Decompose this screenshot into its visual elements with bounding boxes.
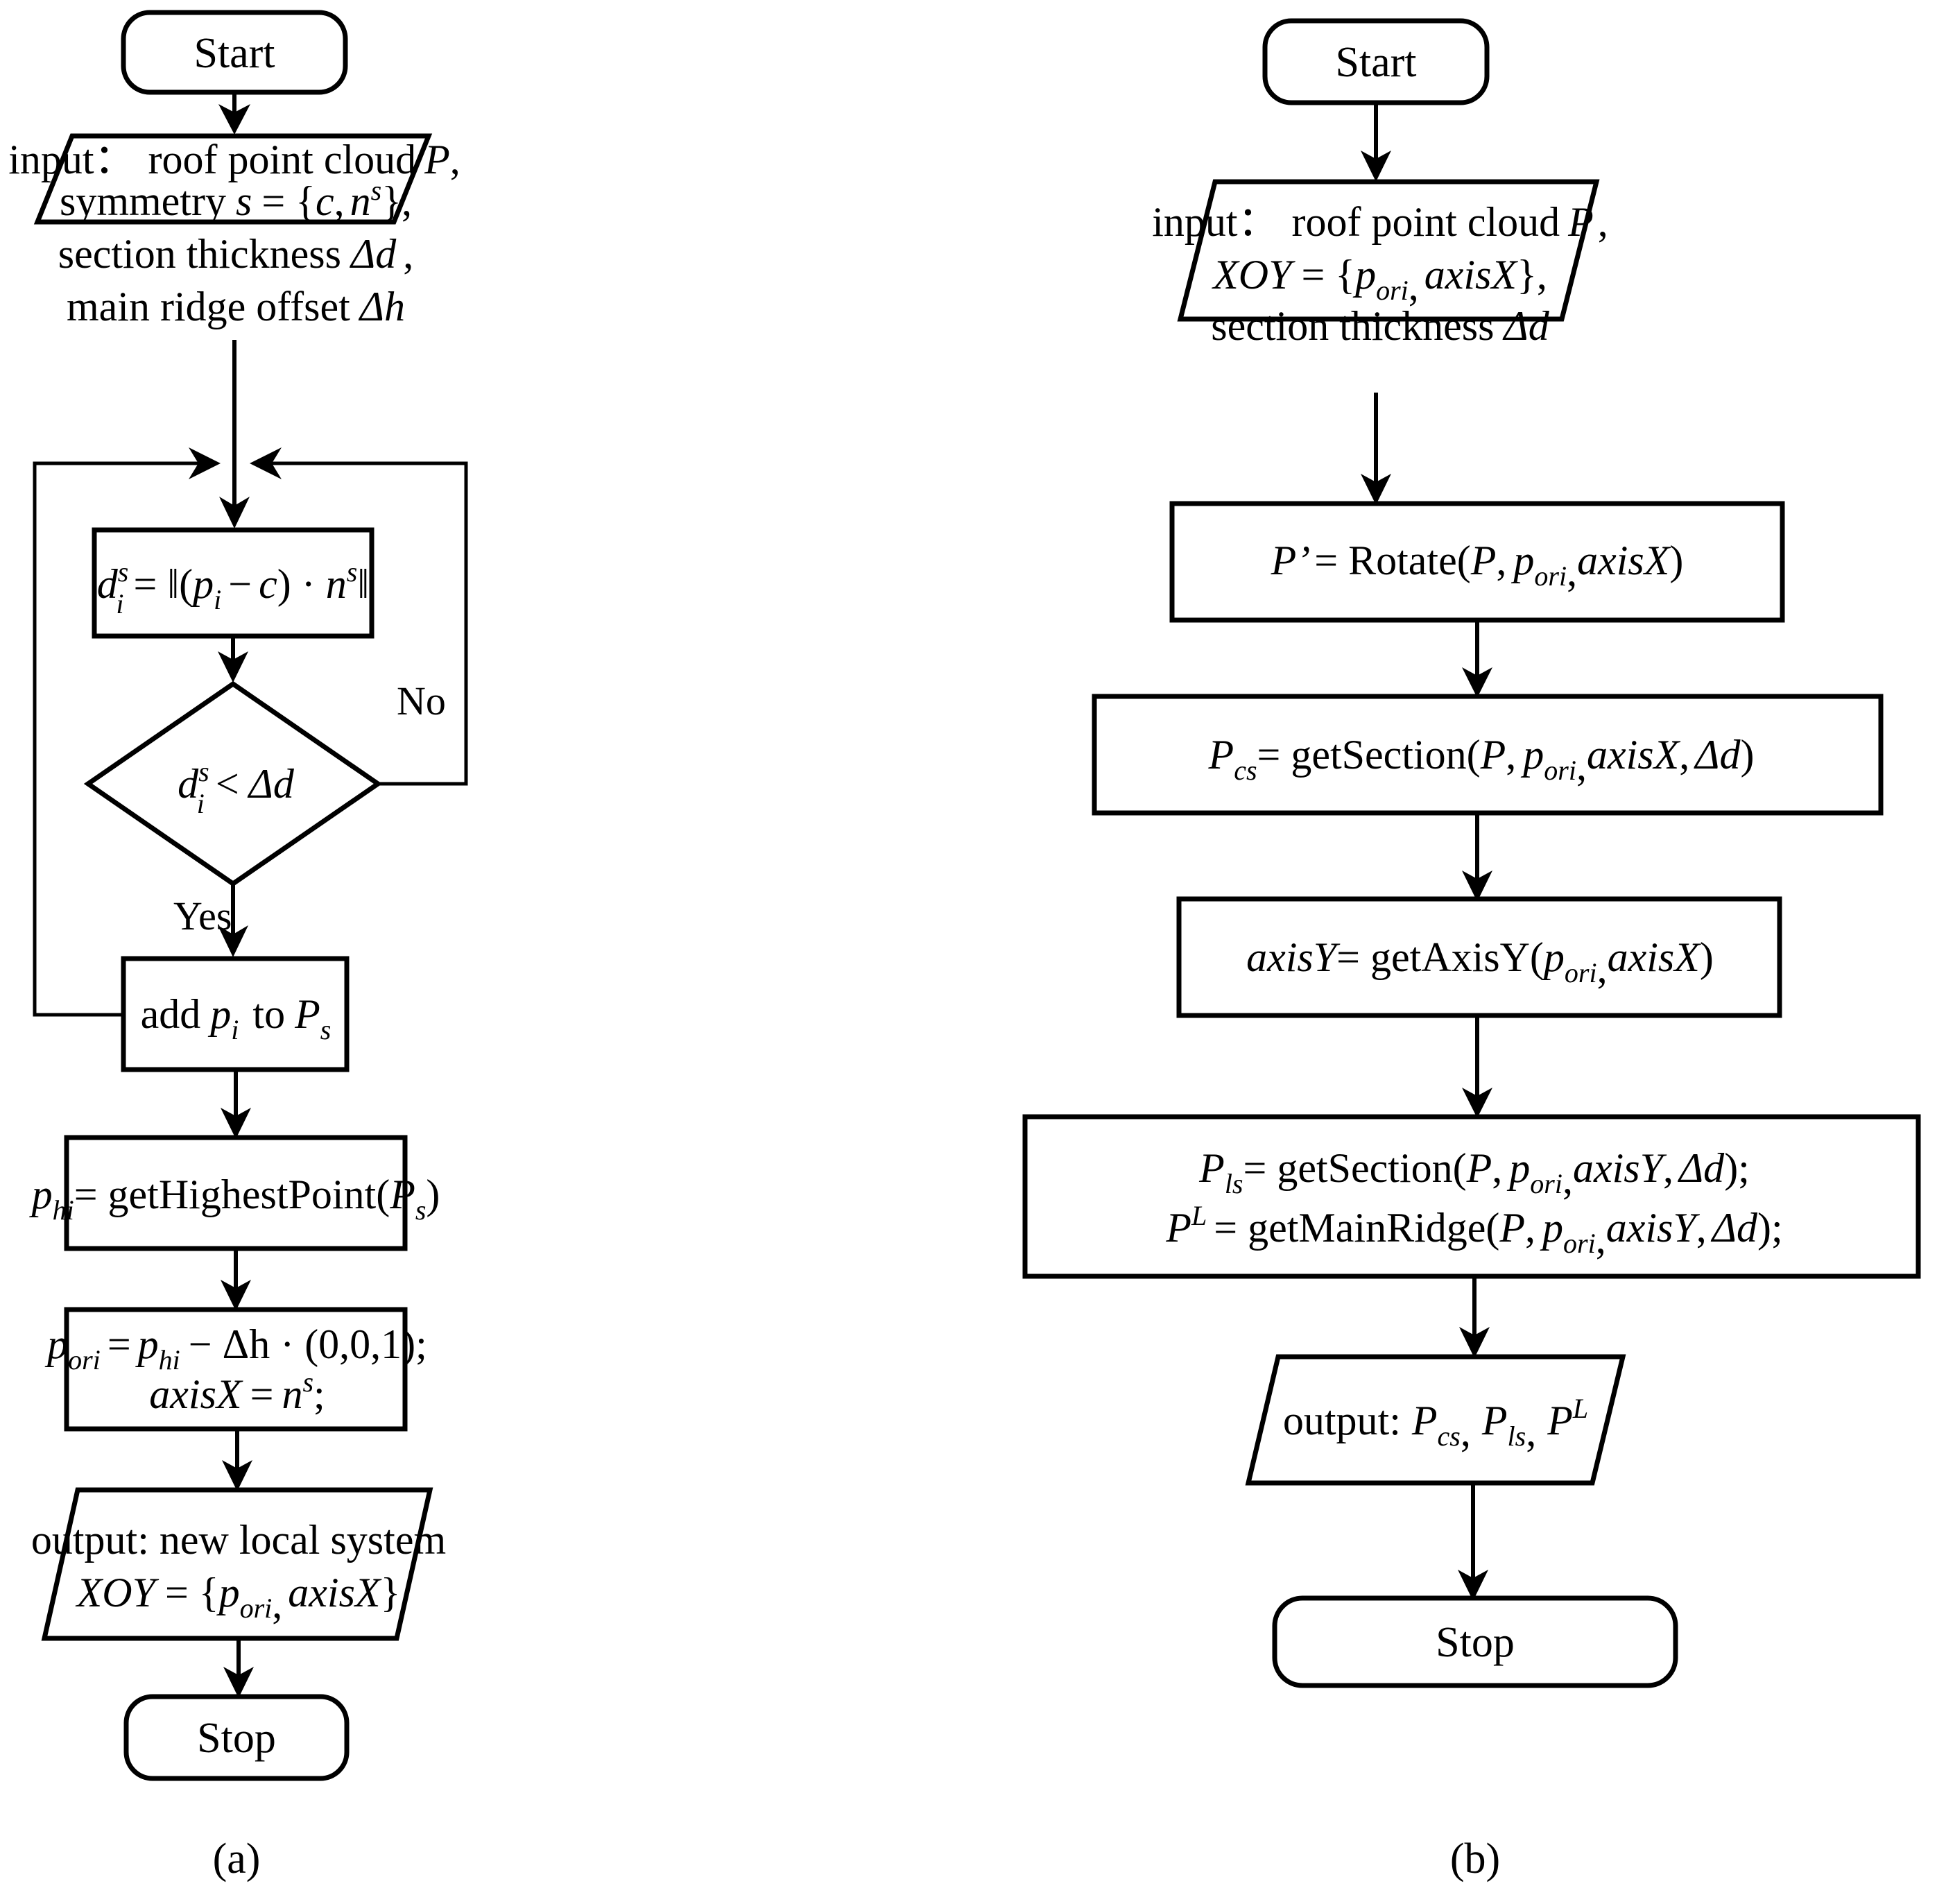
node-a-output[interactable]: output: new local system XOY= {pori,axis… [31, 1487, 446, 1641]
a-proc3-label: phi= getHighestPoint(Ps) [29, 1172, 440, 1226]
b-proc3-label: axisY= getAxisY(pori,axisX) [1246, 934, 1714, 991]
node-a-stop[interactable]: Stop [123, 1694, 350, 1781]
node-b-start[interactable]: Start [1262, 18, 1490, 105]
node-a-proc3[interactable]: phi= getHighestPoint(Ps) [29, 1135, 440, 1251]
a-stop-label: Stop [197, 1715, 276, 1762]
edge-a-decision-yes [218, 884, 248, 957]
edge-a-proc3-to-proc4 [221, 1249, 251, 1311]
a-output-line1: output: new local system [31, 1517, 446, 1563]
a-proc4-line1: pori=phi− Δh · (0,0,1); [44, 1321, 427, 1375]
edge-b-input-to-proc1 [1361, 393, 1391, 505]
caption-a: (a) [213, 1835, 261, 1882]
a-edge-label-no: No [397, 678, 446, 723]
b-stop-label: Stop [1436, 1619, 1515, 1666]
edge-a-loop-left [33, 447, 221, 1017]
edge-a-proc4-to-output [222, 1429, 252, 1491]
edge-b-proc3-to-proc4 [1462, 1015, 1492, 1118]
b-proc4-line1: Pls= getSection(P,pori,axisY,Δd); [1198, 1145, 1750, 1202]
edge-a-loop-right [250, 447, 468, 786]
a-start-label: Start [193, 30, 275, 77]
b-output-label: output:Pcs,Pls,PL [1283, 1393, 1588, 1455]
node-b-proc3[interactable]: axisY= getAxisY(pori,axisX) [1176, 896, 1782, 1018]
edge-b-proc1-to-proc2 [1462, 620, 1492, 698]
edge-b-proc4-to-output [1459, 1276, 1490, 1358]
edge-a-output-to-stop [223, 1638, 254, 1698]
caption-b: (b) [1450, 1835, 1500, 1882]
node-b-stop[interactable]: Stop [1272, 1595, 1678, 1688]
edge-a-proc2-to-proc3 [221, 1070, 251, 1139]
b-proc1-label: P’= Rotate(P,pori,axisX) [1271, 538, 1684, 594]
node-b-proc1[interactable]: P’= Rotate(P,pori,axisX) [1169, 501, 1785, 623]
node-b-proc2[interactable]: Pcs= getSection(P,pori,axisX,Δd) [1092, 694, 1884, 816]
b-input-line2: XOY= {pori,axisX}, [1212, 252, 1547, 309]
node-b-proc4[interactable]: Pls= getSection(P,pori,axisY,Δd); PL= ge… [1022, 1114, 1921, 1279]
edge-a-start-to-input [218, 92, 250, 135]
edge-a-proc1-to-decision [218, 636, 248, 683]
b-start-label: Start [1335, 39, 1416, 86]
edge-b-proc2-to-proc3 [1462, 813, 1492, 902]
edge-b-start-to-input [1361, 103, 1391, 182]
a-edge-label-yes: Yes [173, 893, 232, 938]
node-b-output[interactable]: output:Pcs,Pls,PL [1245, 1354, 1626, 1486]
node-a-start[interactable]: Start [121, 10, 348, 95]
a-proc4-line2: axisX=ns; [149, 1366, 325, 1417]
edge-a-input-to-junction [219, 340, 250, 529]
b-proc4-line2: PL= getMainRidge(P,pori,axisY,Δd); [1165, 1200, 1782, 1262]
b-proc2-label: Pcs= getSection(P,pori,axisX,Δd) [1208, 732, 1755, 789]
a-output-line2: XOY= {pori,axisX} [76, 1570, 401, 1627]
node-a-proc4[interactable]: pori=phi− Δh · (0,0,1); axisX=ns; [44, 1307, 427, 1432]
edge-b-output-to-stop [1458, 1483, 1488, 1601]
